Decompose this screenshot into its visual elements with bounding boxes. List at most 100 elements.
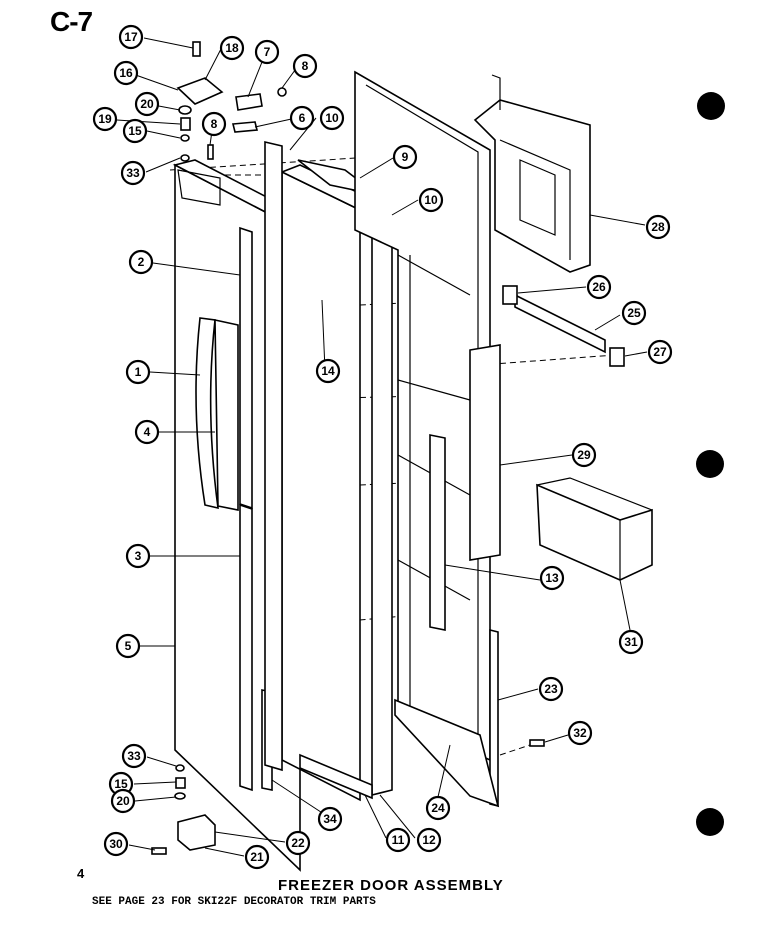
- callout-23: 23: [538, 676, 564, 702]
- callout-3-label: 3: [135, 549, 142, 563]
- callout-8-mid-label: 8: [211, 117, 218, 131]
- callout-31-label: 31: [624, 635, 638, 649]
- rail-end-cap-left: [502, 285, 518, 305]
- bottom-hinge-bushing: [175, 777, 186, 789]
- callout-17-label: 17: [124, 30, 138, 44]
- callout-4: 4: [134, 419, 160, 445]
- callout-34: 34: [317, 806, 343, 832]
- callout-6: 6: [289, 105, 315, 131]
- bottom-hinge-washer: [174, 792, 186, 800]
- page-code: C-7: [50, 6, 93, 37]
- callout-30: 30: [103, 831, 129, 857]
- bottom-breaker-strip: [299, 753, 373, 800]
- callout-8-top: 8: [292, 53, 318, 79]
- hinge-screw: [192, 41, 201, 57]
- diagram-note: SEE PAGE 23 FOR SKI22F DECORATOR TRIM PA…: [92, 896, 376, 908]
- callout-3: 3: [125, 543, 151, 569]
- callout-14: 14: [315, 358, 341, 384]
- door-liner-panel: [281, 170, 361, 802]
- callout-32-label: 32: [573, 726, 587, 740]
- callout-10-top-label: 10: [325, 111, 339, 125]
- door-stop: [235, 93, 263, 111]
- callout-5-label: 5: [125, 639, 132, 653]
- callout-13: 13: [539, 565, 565, 591]
- door-gasket-right: [371, 205, 393, 797]
- bottom-hinge-shim: [175, 764, 185, 772]
- callout-24: 24: [425, 795, 451, 821]
- lower-gasket-strip: [394, 698, 500, 808]
- callout-2: 2: [128, 249, 154, 275]
- callout-12-label: 12: [422, 833, 436, 847]
- callout-20-top-label: 20: [140, 97, 154, 111]
- callout-13-label: 13: [545, 571, 559, 585]
- callout-33-bottom-label: 33: [127, 749, 141, 763]
- callout-33-bottom: 33: [121, 743, 147, 769]
- callout-24-label: 24: [431, 801, 445, 815]
- upper-shelf-bracket: [473, 99, 591, 273]
- callout-27: 27: [647, 339, 673, 365]
- callout-15-bottom-label: 15: [114, 777, 128, 791]
- callout-31: 31: [618, 629, 644, 655]
- callout-27-label: 27: [653, 345, 667, 359]
- callout-1: 1: [125, 359, 151, 385]
- shelf-rail: [514, 293, 606, 354]
- callout-9-label: 9: [402, 150, 409, 164]
- callout-10-right: 10: [418, 187, 444, 213]
- page-number: 4: [77, 866, 85, 881]
- callout-33-top-label: 33: [126, 166, 140, 180]
- callout-22: 22: [285, 830, 311, 856]
- hinge-bushing: [180, 117, 191, 131]
- trim-strip-lower: [239, 503, 253, 792]
- diagram-title: FREEZER DOOR ASSEMBLY: [278, 877, 504, 894]
- door-handle: [195, 317, 219, 510]
- liner-screw: [529, 739, 545, 747]
- callout-28-label: 28: [651, 220, 665, 234]
- callout-30-label: 30: [109, 837, 123, 851]
- callout-25: 25: [621, 300, 647, 326]
- callout-6-label: 6: [299, 111, 306, 125]
- trim-strip-upper: [239, 226, 253, 510]
- callout-26: 26: [586, 274, 612, 300]
- callout-21-label: 21: [250, 850, 264, 864]
- liner-shelf-2: [397, 379, 471, 401]
- callout-18: 18: [219, 35, 245, 61]
- hinge-spacer: [180, 134, 190, 142]
- callout-5: 5: [115, 633, 141, 659]
- bracket-tab: [491, 74, 501, 110]
- liner-side-channel: [469, 344, 501, 561]
- callout-16: 16: [113, 60, 139, 86]
- callout-8-top-label: 8: [302, 59, 309, 73]
- stop-nut: [277, 87, 287, 97]
- callout-15-top-label: 15: [128, 124, 142, 138]
- callout-11: 11: [385, 827, 411, 853]
- bottom-hinge-bracket: [177, 814, 216, 851]
- binder-hole-top: [697, 92, 725, 120]
- bottom-hinge-screw: [151, 847, 167, 855]
- callout-20-bottom: 20: [110, 788, 136, 814]
- callout-11-label: 11: [392, 833, 405, 847]
- callout-21: 21: [244, 844, 270, 870]
- callout-12: 12: [416, 827, 442, 853]
- callout-26-label: 26: [592, 280, 606, 294]
- stop-plate: [231, 121, 259, 133]
- callout-29: 29: [571, 442, 597, 468]
- shelf-post: [429, 434, 446, 631]
- door-bin-rim: [536, 477, 653, 580]
- door-hinge-cap-top: [177, 169, 221, 206]
- bracket-detail: [499, 139, 571, 260]
- callout-33-top: 33: [120, 160, 146, 186]
- binder-hole-middle: [696, 450, 724, 478]
- callout-29-label: 29: [577, 448, 591, 462]
- callout-34-label: 34: [323, 812, 337, 826]
- callout-32: 32: [567, 720, 593, 746]
- callout-17: 17: [118, 24, 144, 50]
- stop-screw: [207, 144, 214, 160]
- callout-7-label: 7: [264, 45, 271, 59]
- callout-22-label: 22: [291, 836, 305, 850]
- callout-25-label: 25: [627, 306, 641, 320]
- callout-16-label: 16: [119, 66, 133, 80]
- callout-19: 19: [92, 106, 118, 132]
- callout-23-label: 23: [544, 682, 558, 696]
- callout-9: 9: [392, 144, 418, 170]
- callout-8-mid: 8: [201, 111, 227, 137]
